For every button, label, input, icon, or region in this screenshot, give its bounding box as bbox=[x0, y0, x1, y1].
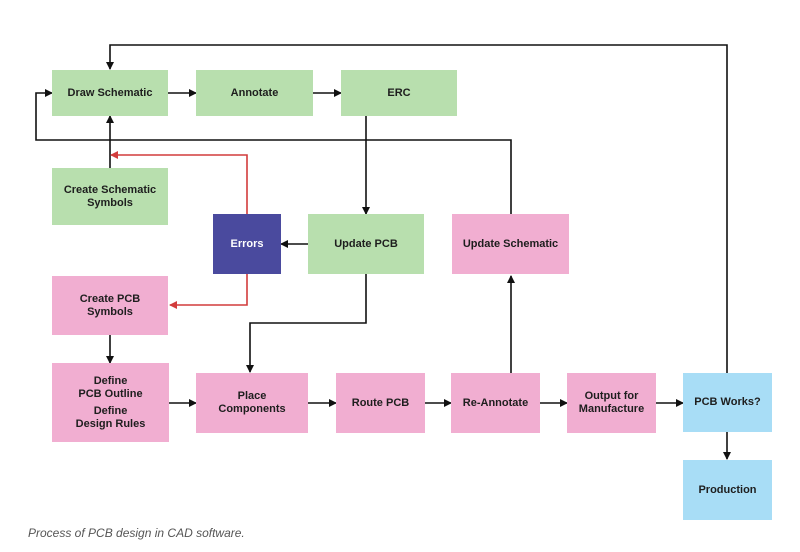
arrow-update-pcb-to-place bbox=[246, 274, 367, 373]
update-schematic-box: Update Schematic bbox=[452, 214, 569, 274]
output-for-manufacture-box: Output for Manufacture bbox=[567, 373, 656, 433]
output-for-manufacture-line1: Output for bbox=[584, 390, 639, 402]
annotate-label: Annotate bbox=[230, 86, 279, 99]
place-components-line2: Components bbox=[218, 403, 286, 415]
erc-box: ERC bbox=[341, 70, 457, 116]
update-pcb-label: Update PCB bbox=[334, 237, 398, 250]
create-pcb-symbols-label-line1: Create PCB bbox=[79, 292, 141, 305]
place-components-box: Place Components bbox=[196, 373, 308, 433]
errors-box: Errors bbox=[213, 214, 281, 274]
route-pcb-box: Route PCB bbox=[336, 373, 425, 433]
figure-caption: Process of PCB design in CAD software. bbox=[28, 526, 245, 540]
update-pcb-box: Update PCB bbox=[308, 214, 424, 274]
errors-label: Errors bbox=[230, 237, 264, 250]
annotate-box: Annotate bbox=[196, 70, 313, 116]
production-label: Production bbox=[698, 483, 757, 496]
create-pcb-symbols-label-line2: Symbols bbox=[87, 305, 133, 318]
arrow-update-schematic-to-draw bbox=[35, 89, 512, 214]
re-annotate-box: Re-Annotate bbox=[451, 373, 540, 433]
define-outline-rules-box: Define PCB Outline Define Design Rules bbox=[52, 363, 169, 442]
route-pcb-label: Route PCB bbox=[351, 396, 410, 409]
error-arrow-to-pcb-symbols bbox=[169, 274, 248, 309]
arrow-pcb-works-feedback bbox=[106, 44, 728, 373]
create-schematic-symbols-label-line1: Create Schematic bbox=[63, 183, 157, 196]
create-schematic-symbols-label-line2: Symbols bbox=[87, 196, 133, 209]
draw-schematic-box: Draw Schematic bbox=[52, 70, 168, 116]
production-box: Production bbox=[683, 460, 772, 520]
define-outline-line2: PCB Outline bbox=[78, 387, 143, 400]
define-outline-line1: Define bbox=[93, 374, 128, 387]
pcb-works-box: PCB Works? bbox=[683, 373, 772, 432]
output-for-manufacture-line2: Manufacture bbox=[578, 403, 645, 415]
pcb-works-label: PCB Works? bbox=[694, 396, 761, 408]
erc-label: ERC bbox=[387, 86, 411, 99]
place-components-line1: Place bbox=[237, 390, 267, 402]
define-rules-line2: Design Rules bbox=[75, 417, 146, 430]
define-rules-line1: Define bbox=[93, 404, 128, 417]
draw-schematic-label: Draw Schematic bbox=[67, 86, 153, 99]
create-schematic-symbols-box: Create Schematic Symbols bbox=[52, 168, 168, 225]
error-arrow-to-schematic-symbols bbox=[110, 151, 248, 214]
update-schematic-label: Update Schematic bbox=[462, 237, 559, 250]
create-pcb-symbols-box: Create PCB Symbols bbox=[52, 276, 168, 335]
re-annotate-label: Re-Annotate bbox=[462, 396, 529, 409]
